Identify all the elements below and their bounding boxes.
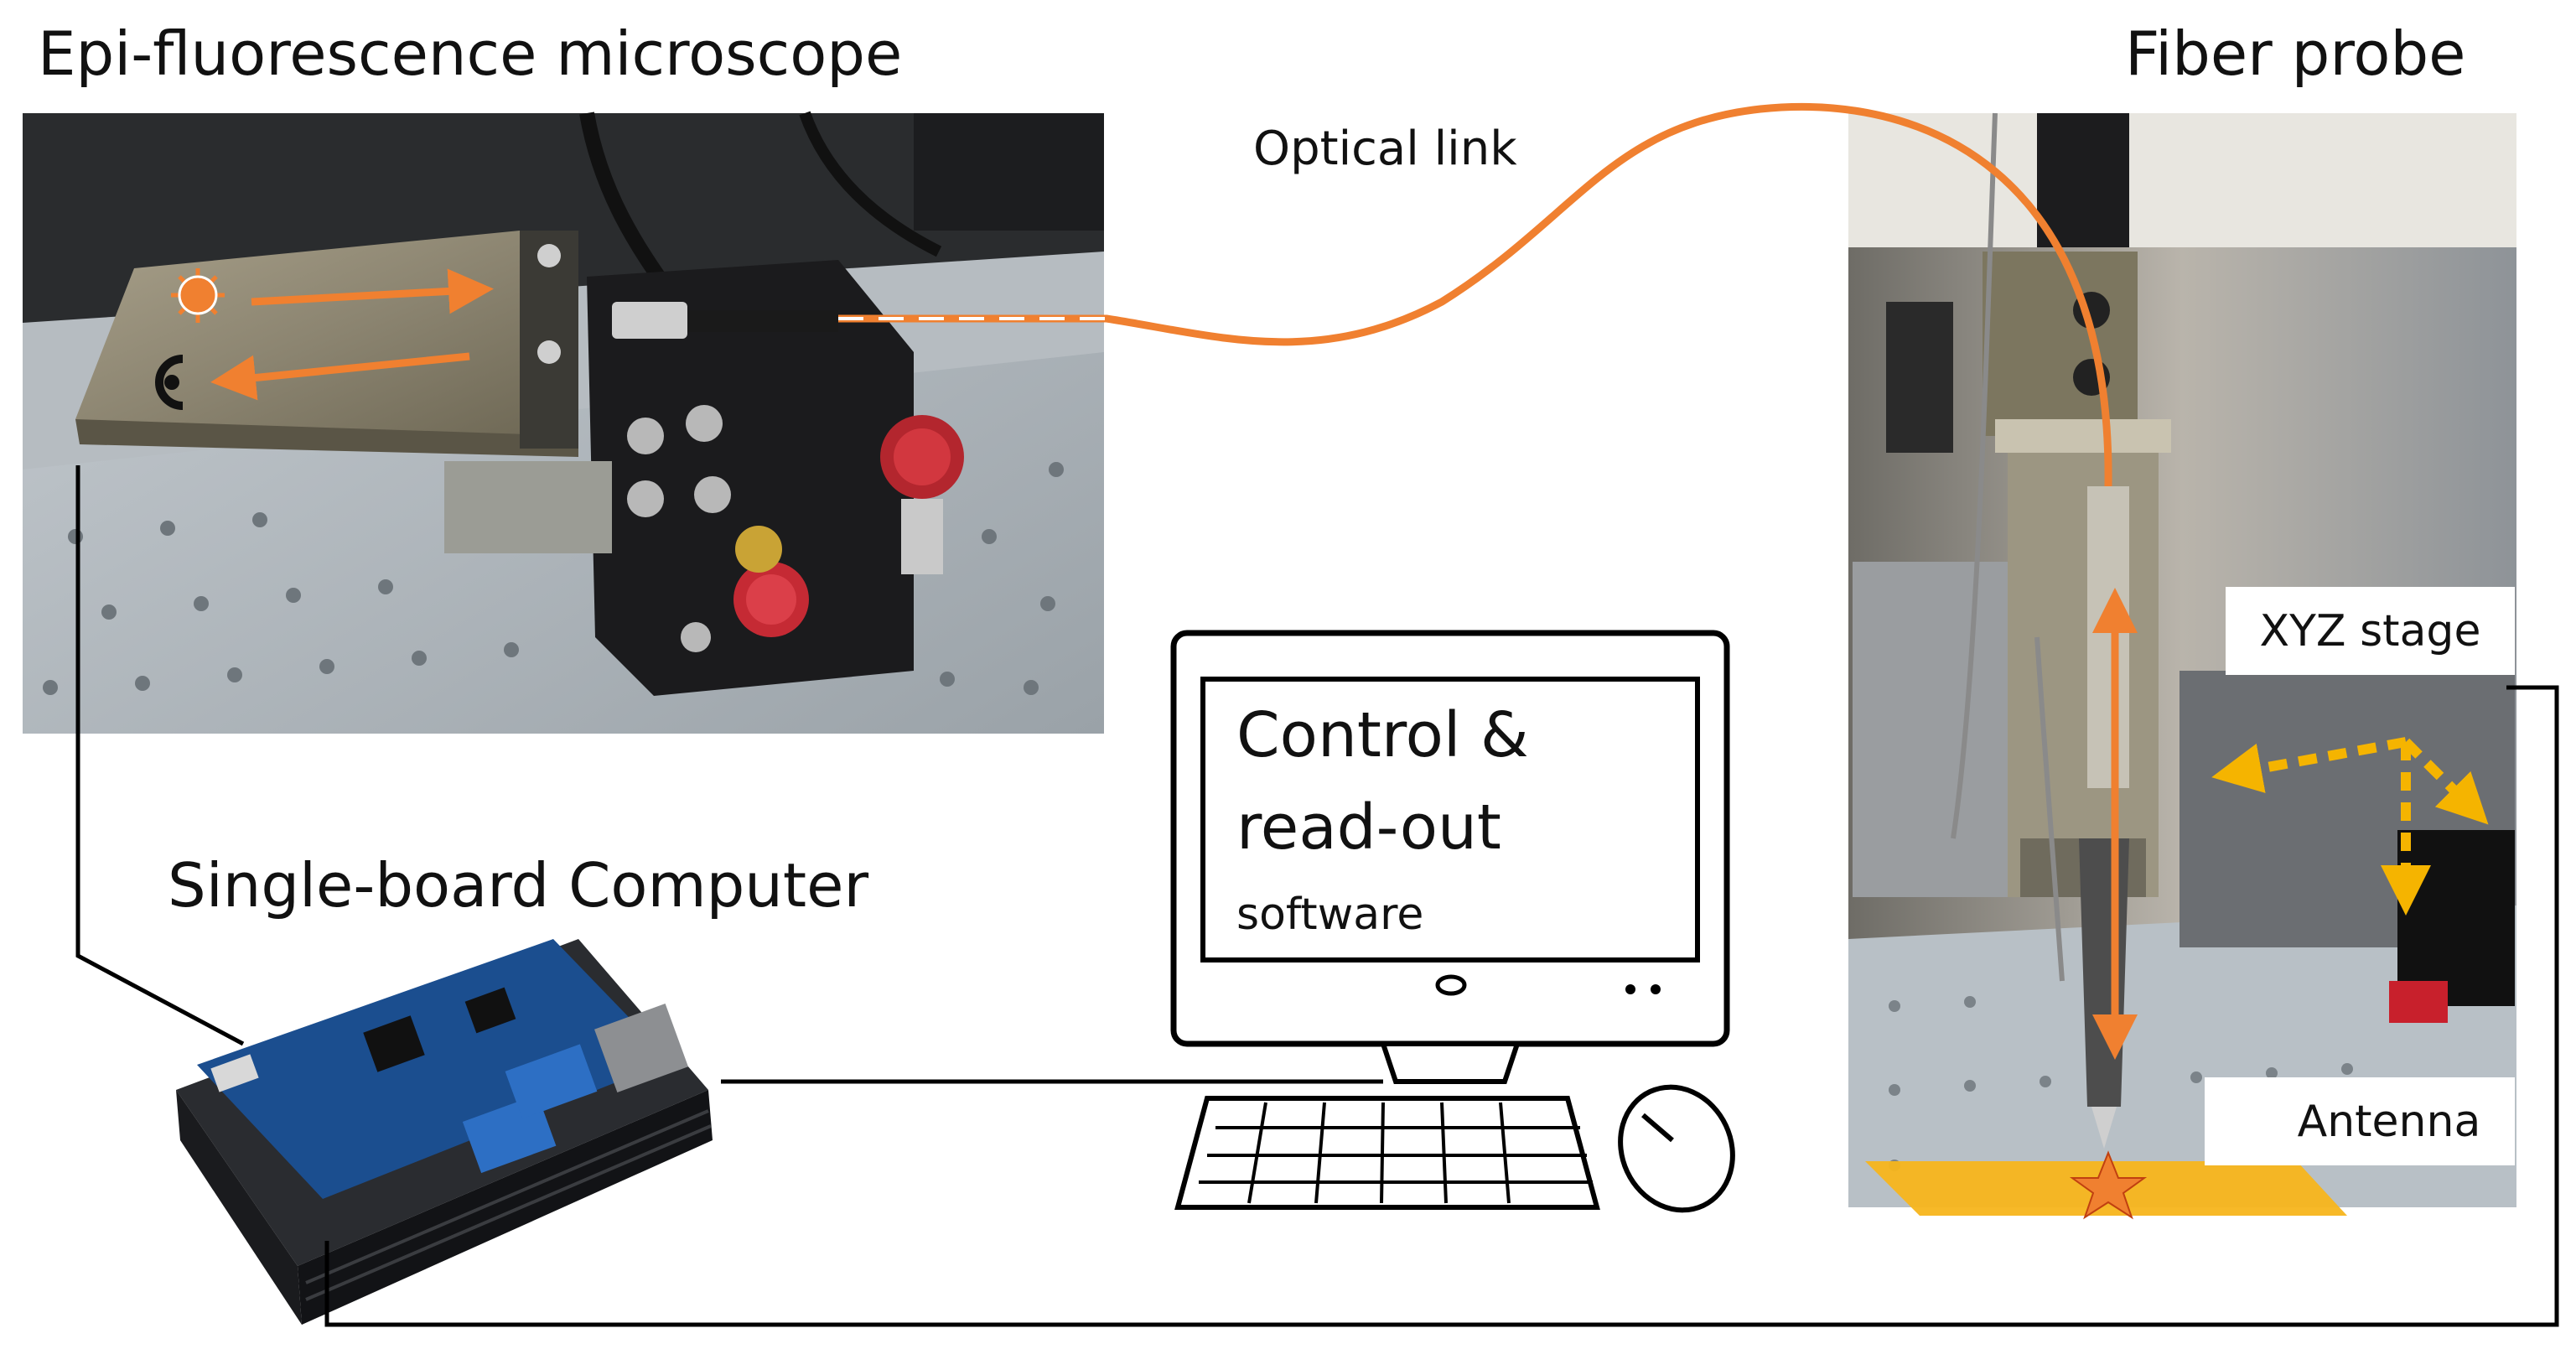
keyboard [1174, 1096, 1600, 1210]
software-line-1: Control & [1236, 699, 1529, 771]
antenna-text: Antenna [2297, 1096, 2481, 1147]
optical-link-label: Optical link [1253, 122, 1517, 176]
antenna-label: Antenna [2205, 1077, 2515, 1165]
detector-icon [155, 355, 184, 410]
optical-link-fiber [838, 102, 2112, 487]
software-line-3: software [1236, 890, 1424, 940]
microscope-photo [23, 111, 1104, 734]
single-board-computer [176, 939, 713, 1325]
mouse [1618, 1084, 1735, 1213]
xyz-stage-label: XYZ stage [2226, 587, 2515, 675]
software-line-2: read-out [1236, 791, 1501, 864]
stage-axis-arrows [2211, 737, 2489, 916]
sun-icon [171, 268, 225, 323]
connection-lines [75, 465, 2559, 1327]
sbc-title: Single-board Computer [168, 850, 869, 921]
microscope-title: Epi-fluorescence microscope [38, 18, 903, 89]
fiber-probe-title: Fiber probe [2125, 18, 2466, 89]
emission-arrow [210, 352, 470, 401]
star-icon [2069, 1150, 2148, 1220]
excitation-arrow [251, 268, 494, 314]
monitor [1170, 630, 1730, 1084]
xyz-stage-text: XYZ stage [2259, 605, 2481, 656]
